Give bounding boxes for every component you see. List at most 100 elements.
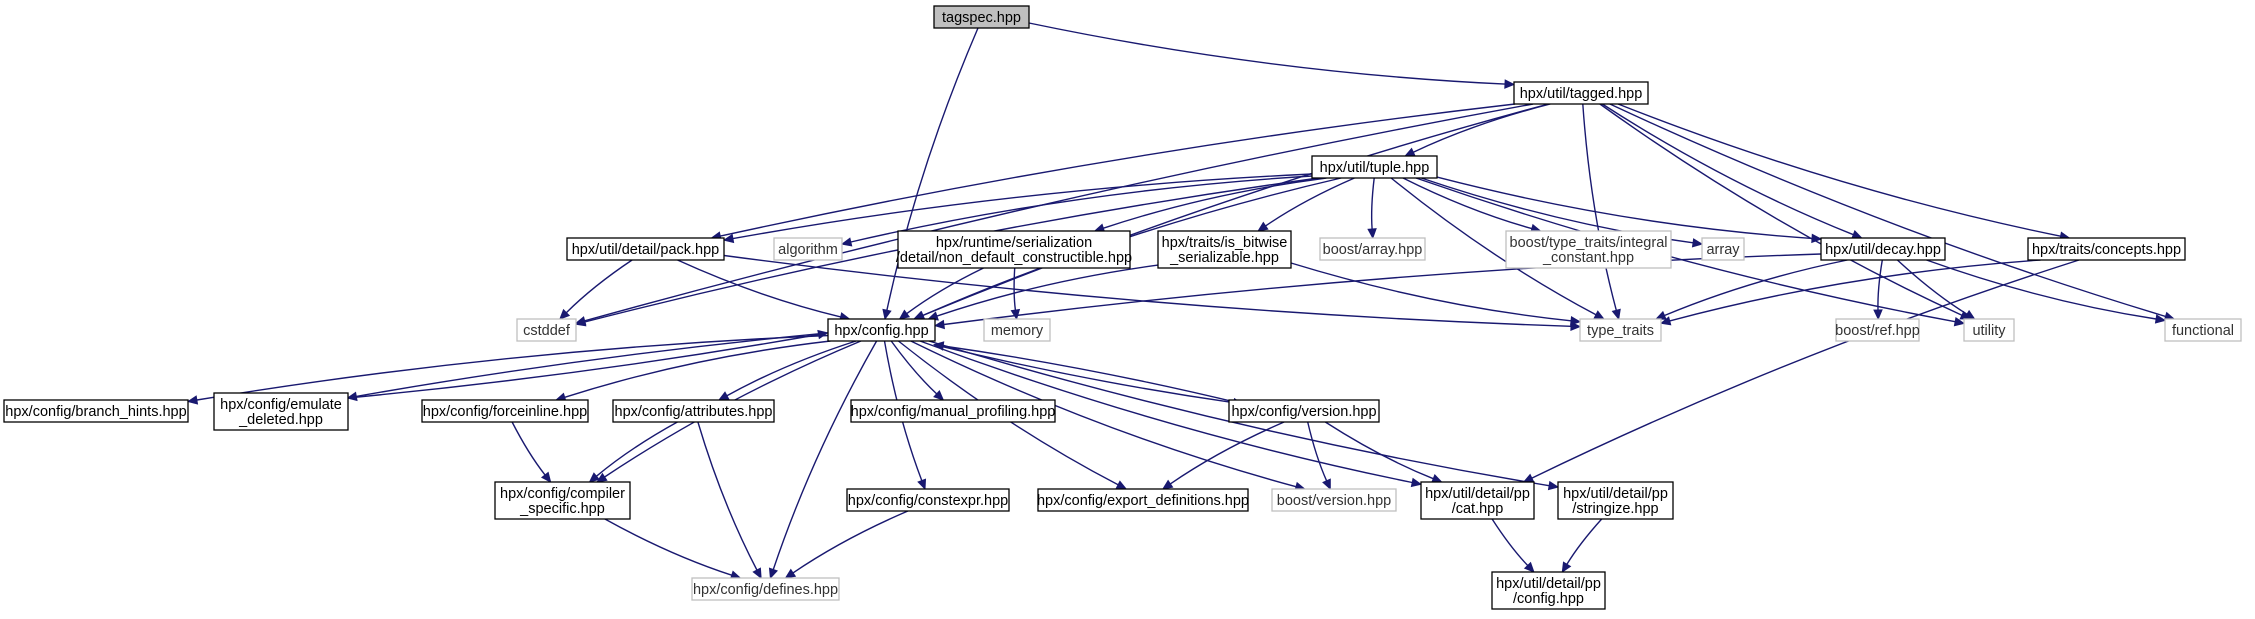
node-decay[interactable]: hpx/util/decay.hpp — [1820, 237, 1946, 261]
edge-tuple-to-decay — [1436, 176, 1823, 244]
node-algorithm: algorithm — [773, 237, 843, 261]
edge-line — [1402, 177, 1532, 230]
edge-line — [1531, 259, 2080, 479]
node-ndc[interactable]: hpx/runtime/serialization/detail/non_def… — [896, 230, 1132, 269]
node-box — [3, 399, 189, 423]
node-version[interactable]: hpx/config/version.hpp — [1228, 399, 1380, 423]
node-label: functional — [2172, 323, 2234, 339]
arrowhead-icon — [1522, 473, 1535, 483]
node-isbitwise[interactable]: hpx/traits/is_bitwise_serializable.hpp — [1157, 230, 1292, 269]
node-label: hpx/config/compiler — [500, 486, 625, 502]
edge-line — [677, 259, 841, 318]
node-emulate[interactable]: hpx/config/emulate_deleted.hpp — [213, 392, 349, 431]
edge-decay-to-functional — [1926, 259, 2167, 324]
arrowhead-icon — [717, 391, 730, 401]
node-label: /cat.hpp — [1452, 501, 1504, 517]
edge-constexpr-to-defines — [784, 510, 909, 579]
node-exportdef[interactable]: hpx/config/export_definitions.hpp — [1037, 488, 1249, 512]
node-label: _serializable.hpp — [1169, 250, 1279, 266]
edge-line — [1601, 103, 1854, 236]
node-box — [1491, 571, 1606, 610]
node-forceinline[interactable]: hpx/config/forceinline.hpp — [421, 399, 589, 423]
node-label: hpx/util/detail/pack.hpp — [572, 242, 720, 258]
edge-line — [890, 340, 938, 395]
edge-line — [850, 175, 1313, 243]
edge-line — [1413, 103, 1551, 153]
edge-version-to-cat — [1324, 421, 1443, 483]
node-label: hpx/util/tuple.hpp — [1320, 160, 1430, 176]
node-label: hpx/util/detail/pp — [1425, 486, 1530, 502]
node-box — [421, 399, 589, 423]
edge-line — [919, 340, 1413, 484]
edge-tagged-to-tuple — [1404, 103, 1551, 157]
arrowhead-icon — [898, 309, 911, 320]
node-boostarray: boost/array.hpp — [1319, 237, 1426, 261]
edge-line — [910, 340, 1297, 488]
edge-tagged-to-typetraits — [1582, 103, 1621, 321]
arrowhead-icon — [768, 567, 778, 580]
edge-config-to-cat — [919, 340, 1423, 488]
node-functional: functional — [2164, 318, 2242, 342]
node-tagspec[interactable]: tagspec.hpp — [933, 5, 1030, 29]
node-label: hpx/util/detail/pp — [1496, 576, 1601, 592]
node-constexpr[interactable]: hpx/config/constexpr.hpp — [846, 488, 1010, 512]
edge-line — [1307, 421, 1328, 482]
edge-line — [1290, 262, 1572, 322]
arrowhead-icon — [1570, 315, 1582, 326]
node-cat[interactable]: hpx/util/detail/pp/cat.hpp — [1420, 481, 1535, 520]
edge-line — [1582, 103, 1617, 311]
node-manualprof[interactable]: hpx/config/manual_profiling.hpp — [850, 399, 1056, 423]
edge-line — [1896, 259, 1968, 315]
arrowhead-icon — [1691, 238, 1704, 248]
node-label: cstddef — [523, 323, 571, 339]
edge-line — [936, 264, 1159, 317]
node-label: hpx/util/detail/pp — [1563, 486, 1668, 502]
node-label: type_traits — [1587, 323, 1654, 339]
edge-line — [1169, 421, 1285, 485]
node-label: hpx/config/export_definitions.hpp — [1037, 493, 1249, 509]
node-label: _deleted.hpp — [238, 412, 323, 428]
node-label: hpx/config/version.hpp — [1231, 404, 1376, 420]
edge-decay-to-utility — [1896, 259, 1976, 320]
arrowhead-icon — [1547, 480, 1560, 491]
node-box — [213, 392, 349, 431]
edge-isbitwise-to-typetraits — [1290, 262, 1582, 326]
node-label: hpx/config.hpp — [834, 323, 928, 339]
edge-tuple-to-algorithm — [840, 175, 1313, 247]
edge-line — [922, 103, 1549, 317]
edge-tagged-to-decay — [1601, 103, 1863, 239]
node-branch[interactable]: hpx/config/branch_hints.hpp — [3, 399, 189, 423]
node-box — [933, 5, 1030, 29]
arrowhead-icon — [1593, 310, 1605, 320]
node-label: hpx/config/branch_hints.hpp — [5, 404, 186, 420]
node-box — [773, 237, 843, 261]
node-box — [1963, 318, 2015, 342]
node-label: /stringize.hpp — [1572, 501, 1658, 517]
node-config[interactable]: hpx/config.hpp — [827, 318, 936, 342]
node-label: algorithm — [778, 242, 838, 258]
node-tuple[interactable]: hpx/util/tuple.hpp — [1311, 155, 1438, 179]
node-label: hpx/runtime/serialization — [936, 235, 1092, 251]
node-pack[interactable]: hpx/util/detail/pack.hpp — [566, 237, 725, 261]
edge-line — [1926, 259, 2157, 320]
node-label: /detail/non_default_constructible.hpp — [896, 250, 1132, 266]
node-box — [494, 481, 631, 520]
edge-line — [943, 345, 1243, 405]
node-ppconfig[interactable]: hpx/util/detail/pp/config.hpp — [1491, 571, 1606, 610]
node-memory: memory — [983, 318, 1051, 342]
node-stringize[interactable]: hpx/util/detail/pp/stringize.hpp — [1557, 481, 1674, 520]
arrowhead-icon — [1257, 221, 1269, 232]
node-concepts[interactable]: hpx/traits/concepts.hpp — [2027, 237, 2186, 261]
edge-decay-to-typetraits — [1654, 259, 1848, 320]
edge-tuple-to-pack — [722, 173, 1313, 244]
node-compiler[interactable]: hpx/config/compiler_specific.hpp — [494, 481, 631, 520]
node-box — [1505, 230, 1672, 269]
edge-line — [697, 421, 758, 571]
edge-line — [1877, 259, 1883, 311]
node-attributes[interactable]: hpx/config/attributes.hpp — [612, 399, 775, 423]
edge-line — [196, 334, 829, 401]
edge-line — [723, 254, 1572, 327]
nodes-layer: tagspec.hpp hpx/util/tagged.hpp hpx/util/t… — [3, 5, 2242, 610]
node-tagged[interactable]: hpx/util/tagged.hpp — [1513, 81, 1649, 105]
edge-cat-to-ppconfig — [1491, 518, 1535, 573]
